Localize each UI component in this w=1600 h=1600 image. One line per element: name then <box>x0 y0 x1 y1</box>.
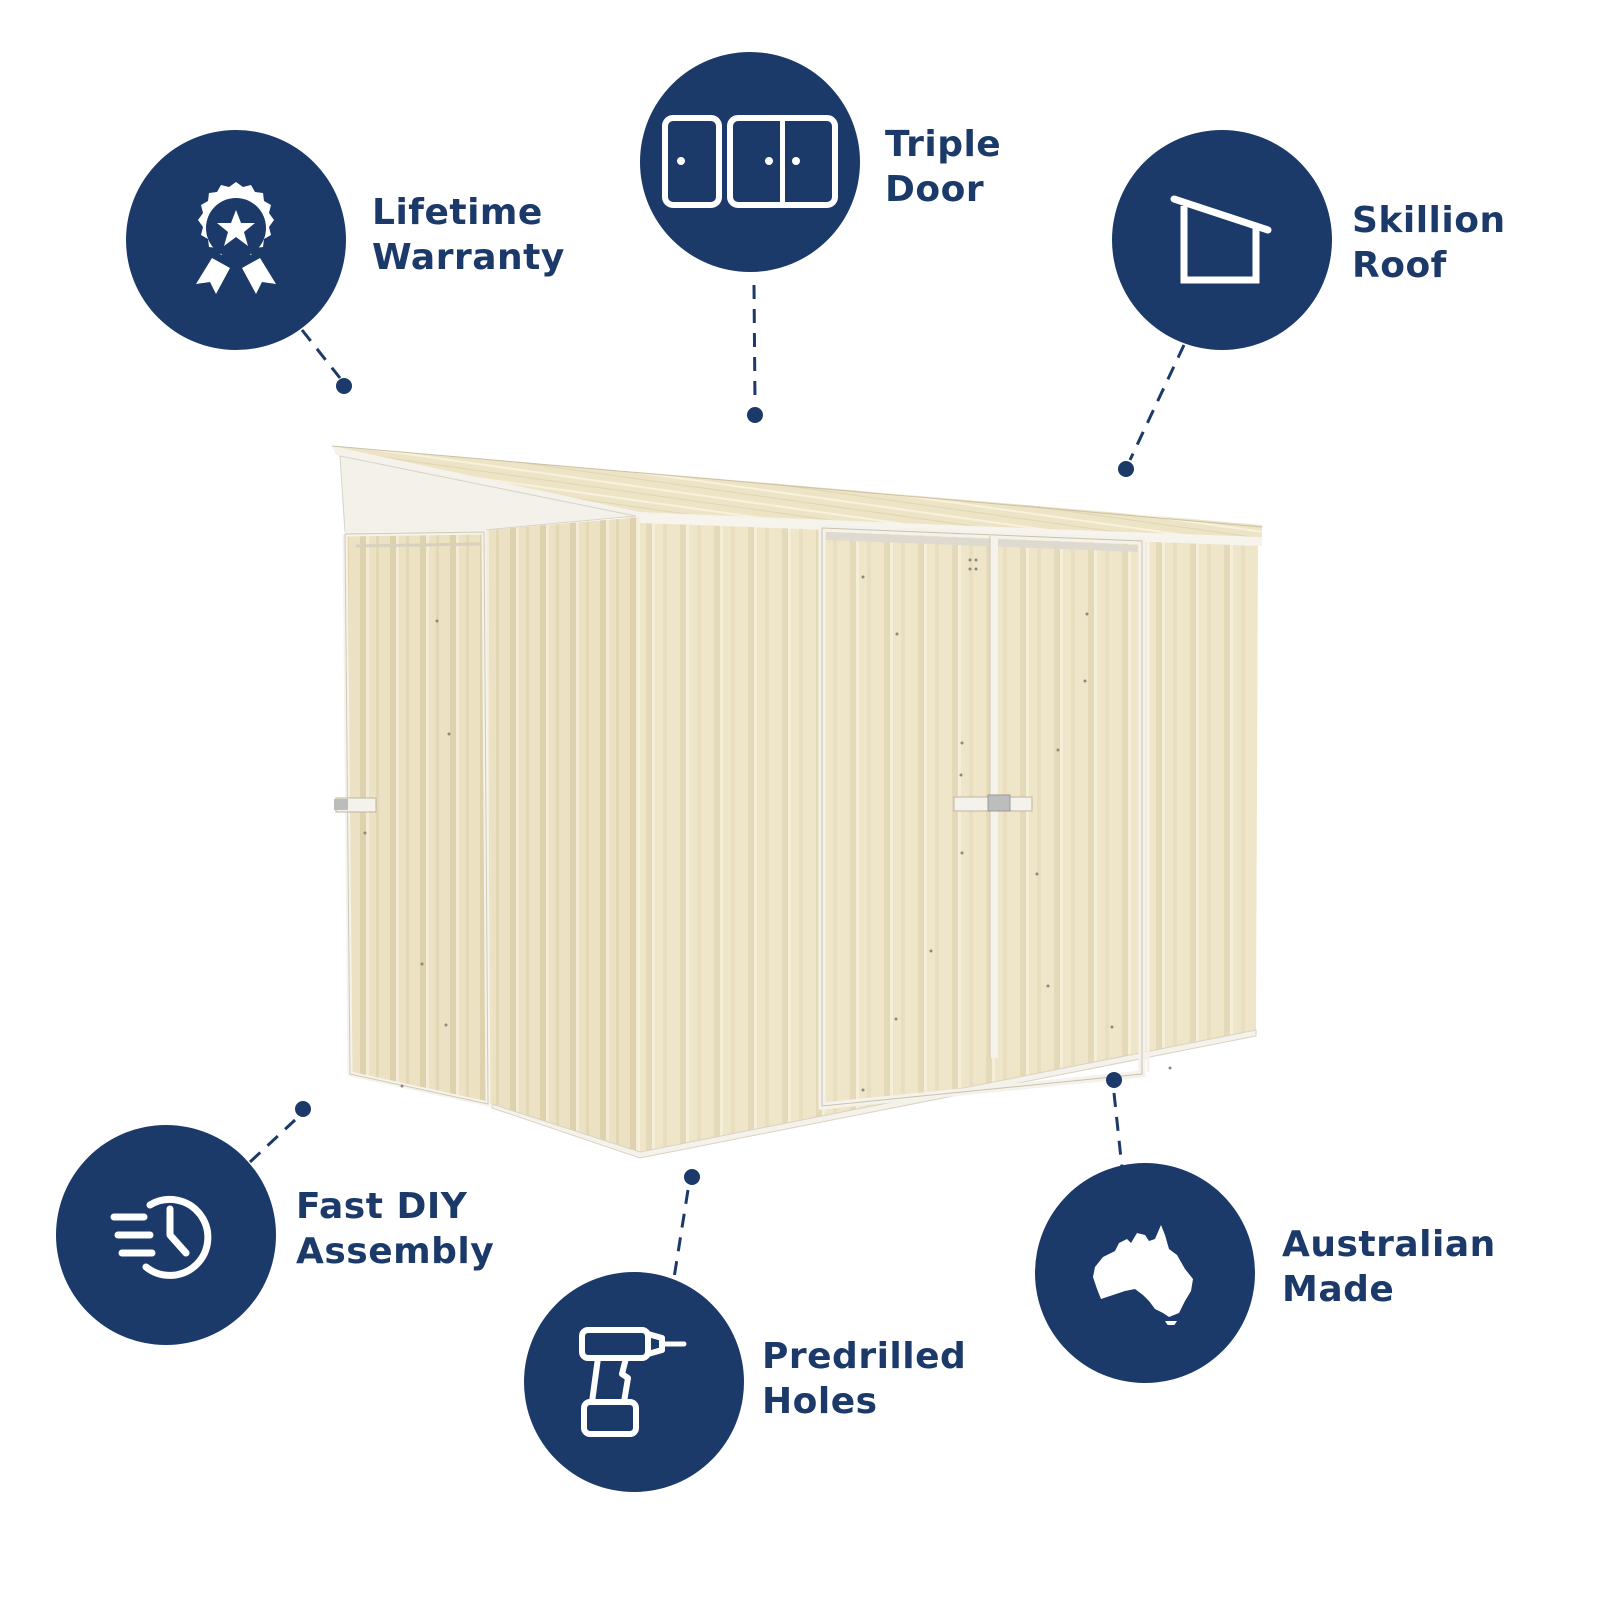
label-line-2: Assembly <box>296 1231 495 1272</box>
label-line-2: Door <box>885 169 985 210</box>
award-ribbon-star-icon <box>196 182 276 294</box>
australia-map-icon <box>1093 1225 1193 1325</box>
label-line-1: Triple <box>885 124 1002 165</box>
feature-label-triple-door: Triple Door <box>885 122 1001 212</box>
label-line-2: Warranty <box>372 237 565 278</box>
label-line-2: Holes <box>762 1381 878 1422</box>
feature-label-fast-diy-assembly: Fast DIY Assembly <box>296 1184 494 1274</box>
feature-badge-fast-diy-assembly <box>56 1125 276 1345</box>
feature-badge-lifetime-warranty <box>126 130 346 350</box>
label-line-1: Skillion <box>1352 200 1506 241</box>
label-line-2: Made <box>1282 1269 1395 1310</box>
label-line-1: Predrilled <box>762 1336 967 1377</box>
label-line-1: Australian <box>1282 1224 1496 1265</box>
roof-panel <box>332 446 1262 540</box>
skillion-roof-house-icon <box>1170 195 1272 284</box>
label-line-1: Fast DIY <box>296 1186 468 1227</box>
feature-label-predrilled-holes: Predrilled Holes <box>762 1334 966 1424</box>
triple-door-icon <box>662 115 838 208</box>
label-line-1: Lifetime <box>372 192 543 233</box>
feature-badge-triple-door <box>640 52 860 272</box>
feature-badge-predrilled-holes <box>524 1272 744 1492</box>
label-line-2: Roof <box>1352 245 1447 286</box>
feature-label-lifetime-warranty: Lifetime Warranty <box>372 190 565 280</box>
feature-badge-skillion-roof <box>1112 130 1332 350</box>
feature-badge-australian-made <box>1035 1163 1255 1383</box>
power-drill-icon <box>579 1327 687 1437</box>
fast-clock-icon <box>110 1195 212 1279</box>
feature-label-skillion-roof: Skillion Roof <box>1352 198 1506 288</box>
feature-label-australian-made: Australian Made <box>1282 1222 1496 1312</box>
